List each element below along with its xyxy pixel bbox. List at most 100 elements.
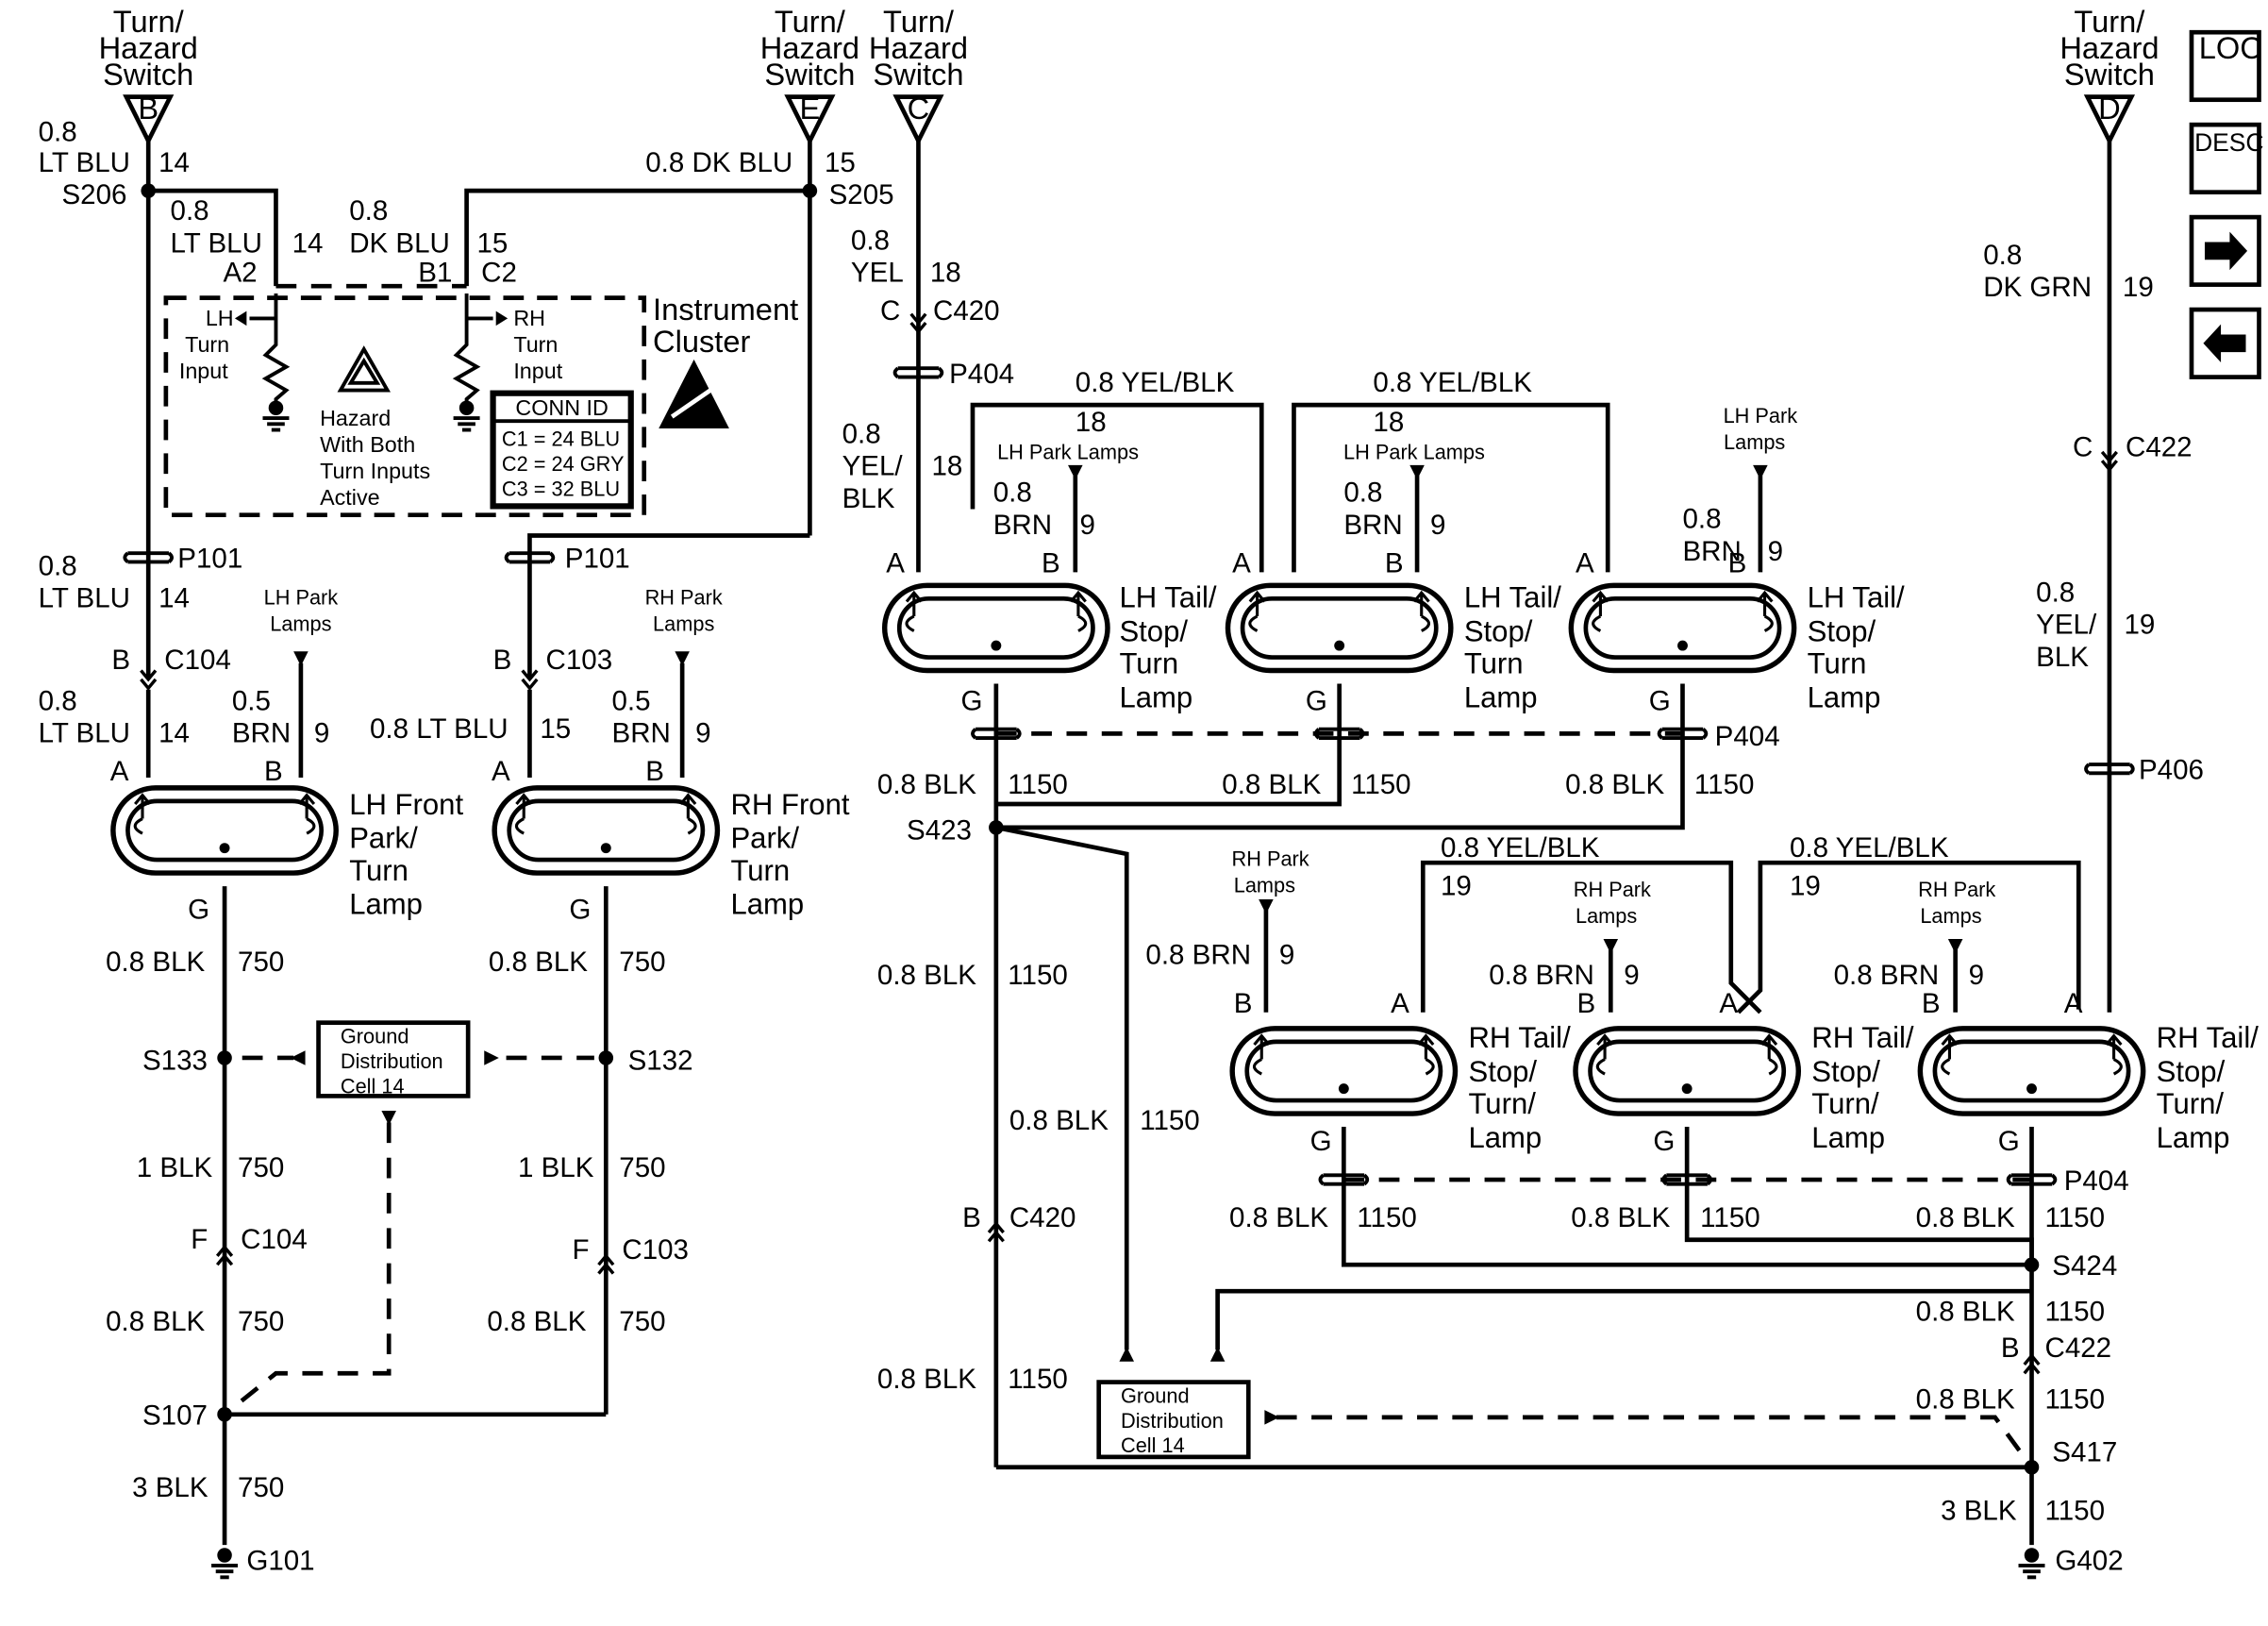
wire-label: 14 [158, 583, 190, 614]
wire-label: 9 [1430, 510, 1445, 541]
lamp-lh-tail-3[interactable]: LH Tail/ Stop/ Turn Lamp [1808, 581, 1905, 714]
wire-label: 1150 [1351, 769, 1411, 800]
wire-label: G [1653, 1126, 1675, 1157]
wire-label: 750 [238, 1306, 284, 1337]
wire-label: C [880, 295, 900, 327]
wire-label: Turn/ [775, 4, 846, 39]
wire-label: 0.8 BLK [106, 1306, 205, 1337]
wire-label: 0.8 [1682, 504, 1721, 535]
wire-label: Hazard [99, 30, 198, 65]
wire-label: P404 [2064, 1165, 2129, 1197]
wire-label: B [138, 91, 158, 126]
source-c[interactable]: Turn/ Hazard Switch C [869, 4, 968, 126]
loc-button[interactable] [2189, 29, 2261, 103]
wire-label: S133 [142, 1045, 208, 1076]
wire-label: P406 [2139, 755, 2204, 786]
wire-label: LH Front [349, 788, 463, 821]
wire-label: P404 [1715, 721, 1780, 752]
wire-label: LH Tail/ [1119, 581, 1216, 614]
wire-label: 18 [1076, 407, 1107, 438]
source-d[interactable]: Turn/ Hazard Switch D [2060, 4, 2159, 126]
wire-label: Lamps [270, 612, 331, 636]
wire-label: B [1577, 988, 1596, 1019]
wire-label: RH Tail/ [2157, 1021, 2260, 1054]
wire-label: Hazard [760, 30, 859, 65]
wire-label: Turn/ [1811, 1087, 1879, 1120]
wire-label: 1150 [2045, 1384, 2106, 1416]
wire-label: C422 [2126, 432, 2193, 463]
wire-label: Hazard [2060, 30, 2159, 65]
source-e[interactable]: Turn/ Hazard Switch E [760, 4, 859, 126]
wire-label: Input [513, 359, 562, 383]
wire-label: B [264, 756, 283, 787]
wire-label: Lamp [349, 888, 423, 921]
wire-label: LT BLU [39, 147, 130, 178]
lamp-rh-tail-1[interactable]: RH Tail/ Stop/ Turn/ Lamp [1468, 1021, 1571, 1154]
wire-label: 9 [695, 718, 710, 749]
wire-label: Lamps [1576, 904, 1637, 928]
wire-label: 0.8 [39, 550, 77, 581]
wire-label: 0.8 BLK [877, 1364, 976, 1395]
dashed-links [223, 283, 2034, 1469]
wire-label: Hazard [320, 406, 391, 430]
lamp-rh-tail-2[interactable]: RH Tail/ Stop/ Turn/ Lamp [1811, 1021, 1914, 1154]
wire-label: B [1728, 547, 1747, 578]
wire-label: 3 BLK [132, 1472, 208, 1503]
wire-label: P101 [565, 544, 630, 575]
lamp-lh-front[interactable]: LH Front Park/ Turn Lamp [349, 788, 463, 921]
wire-label: LH Tail/ [1808, 581, 1905, 614]
wire-label: 0.8 BRN [1834, 960, 1940, 991]
lamp-rh-front[interactable]: RH Front Park/ Turn Lamp [730, 788, 849, 921]
wire-label: 19 [2123, 272, 2154, 303]
wire-label: Lamp [1468, 1121, 1542, 1154]
wire-label: Turn [1808, 647, 1867, 680]
wire-label: 0.5 [612, 685, 651, 716]
wire-label: BRN [1343, 510, 1402, 541]
wire-label: G [1649, 685, 1671, 716]
wire-label: 1 BLK [137, 1152, 213, 1183]
lamp-rh-tail-3[interactable]: RH Tail/ Stop/ Turn/ Lamp [2157, 1021, 2260, 1154]
wire-label: A [2064, 988, 2083, 1019]
wire-label: C104 [164, 645, 231, 676]
wire-label: 9 [1768, 536, 1783, 567]
wire-label: 14 [158, 718, 190, 749]
wire-label: Distribution [1121, 1409, 1224, 1433]
wire-label: BRN [232, 718, 291, 749]
wire-label: RH Park [1918, 878, 1995, 901]
wire-label: RH Front [730, 788, 849, 821]
wire-label: Turn [730, 854, 790, 887]
cluster-title-2: Cluster [653, 324, 750, 359]
wire-label: Active [320, 485, 379, 510]
desc-button[interactable] [2189, 122, 2261, 195]
wire-label: 0.8 [1983, 240, 2022, 271]
wire-label: 0.5 [232, 685, 271, 716]
wire-label: LT BLU [39, 718, 130, 749]
wire-label: Turn [1464, 647, 1524, 680]
wire-label: 0.8 BLK [877, 960, 976, 991]
wire-label: 0.8 BLK [487, 1306, 586, 1337]
wire-label: C1 = 24 BLU [502, 427, 620, 451]
wire-label: C3 = 32 BLU [502, 478, 620, 501]
wire-label: S417 [2052, 1437, 2117, 1468]
wire-label: LH Park Lamps [997, 441, 1139, 464]
ground-distribution-1[interactable]: Ground Distribution Cell 14 [341, 1024, 443, 1098]
wire-label: LH [206, 306, 234, 330]
wire-label: 0.8 BLK [1565, 769, 1664, 800]
wire-label: A [1391, 988, 1409, 1019]
wire-label: 1 BLK [518, 1152, 594, 1183]
wire-label: 18 [931, 451, 962, 482]
arrow-right-icon [2204, 231, 2248, 271]
desc-label: DESC [2194, 128, 2263, 157]
wire-label: S206 [61, 179, 126, 210]
wire-label: 0.8 [171, 195, 209, 226]
source-b[interactable]: Turn/ Hazard Switch B [99, 4, 198, 126]
ground-distribution-2[interactable]: Ground Distribution Cell 14 [1121, 1383, 1224, 1457]
wire-label: G101 [246, 1546, 314, 1577]
lamp-lh-tail-1[interactable]: LH Tail/ Stop/ Turn Lamp [1119, 581, 1216, 714]
wire-label: Turn/ [1468, 1087, 1536, 1120]
wire-label: 9 [1624, 960, 1639, 991]
wire-label: Switch [103, 57, 193, 92]
wire-label: 1150 [1008, 960, 1068, 991]
wire-label: 0.8 [842, 419, 881, 450]
lamp-lh-tail-2[interactable]: LH Tail/ Stop/ Turn Lamp [1464, 581, 1561, 714]
